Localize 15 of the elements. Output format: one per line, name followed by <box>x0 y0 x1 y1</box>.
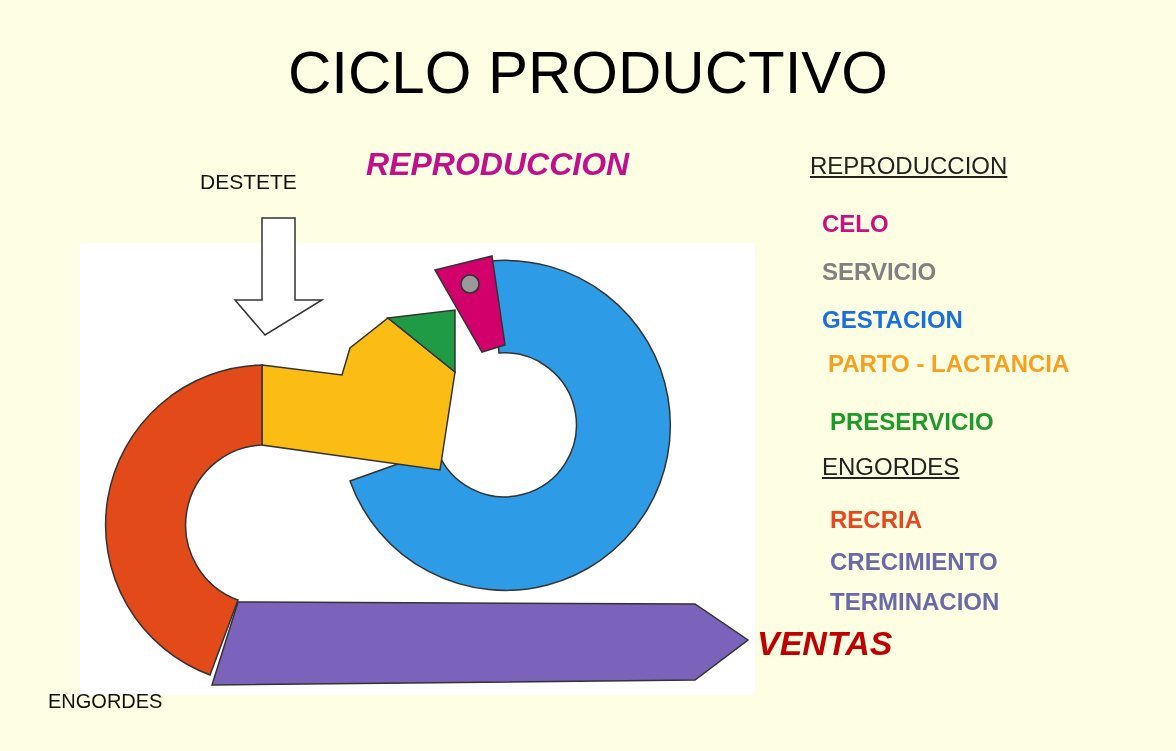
stage-label: ENGORDES <box>48 690 163 713</box>
legend-item: SERVICIO <box>822 258 937 286</box>
legend-item: CELO <box>822 210 889 238</box>
legend-heading: ENGORDES <box>822 453 960 481</box>
legend-item: CRECIMIENTO <box>830 548 998 576</box>
legend-item: TERMINACION <box>830 588 1000 616</box>
legend-item: GESTACION <box>822 306 963 334</box>
legend-item: PARTO - LACTANCIA <box>828 350 1070 378</box>
stage-label: VENTAS <box>757 624 893 664</box>
legend-item: PRESERVICIO <box>830 408 994 436</box>
legend-heading: REPRODUCCION <box>810 152 1008 180</box>
stage-label: DESTETE <box>200 170 297 195</box>
title: CICLO PRODUCTIVO <box>286 38 890 107</box>
section-heading: REPRODUCCION <box>366 146 630 183</box>
legend-item: RECRIA <box>830 506 922 534</box>
